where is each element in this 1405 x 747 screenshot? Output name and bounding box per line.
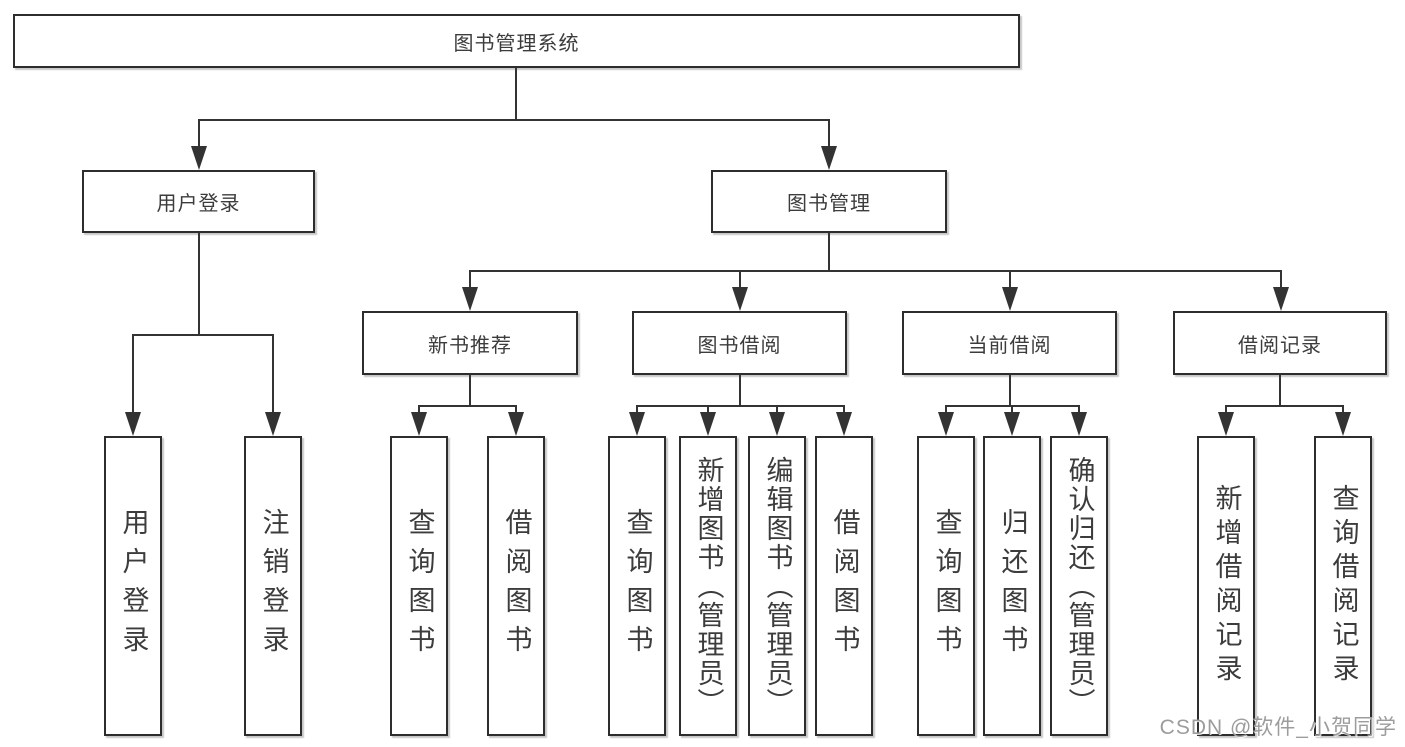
node-label: 新增图书（管理员）: [693, 455, 724, 717]
node-book-borrowing: 图书借阅: [632, 311, 847, 375]
node-book-management: 图书管理: [711, 170, 947, 233]
node-label: 查询图书: [931, 508, 962, 664]
node-label: 查询图书: [622, 508, 653, 664]
node-label: 图书管理: [787, 193, 871, 215]
node-label: 确认归还（管理员）: [1064, 455, 1095, 717]
node-user-login: 用户登录: [82, 170, 315, 233]
arrowheads: [125, 146, 1351, 436]
node-return-books: 归还图书: [983, 436, 1041, 736]
node-label: 当前借阅: [967, 334, 1052, 357]
node-query-books-current: 查询图书: [917, 436, 975, 736]
node-label: 借阅记录: [1238, 334, 1322, 357]
node-borrow-books-borrowing: 借阅图书: [815, 436, 873, 736]
node-label: 用户登录: [118, 508, 149, 664]
node-label: 查询图书: [404, 508, 435, 664]
node-new-book-recommendation: 新书推荐: [362, 311, 578, 375]
node-label: 归还图书: [997, 508, 1028, 664]
node-label: 查询借阅记录: [1328, 484, 1359, 688]
node-label: 用户登录: [156, 193, 241, 215]
node-label: 编辑图书（管理员）: [762, 455, 793, 717]
node-current-borrowing: 当前借阅: [902, 311, 1117, 375]
node-label: 图书借阅: [697, 334, 782, 357]
node-add-borrow-record: 新增借阅记录: [1197, 436, 1255, 736]
node-label: 新书推荐: [428, 334, 512, 357]
node-query-borrow-record: 查询借阅记录: [1314, 436, 1372, 736]
node-label: 借阅图书: [501, 508, 532, 664]
node-edit-books-admin: 编辑图书（管理员）: [748, 436, 806, 736]
node-label: 新增借阅记录: [1211, 484, 1242, 688]
node-label: 注销登录: [258, 508, 289, 664]
csdn-watermark: CSDN @软件_小贺同学: [1159, 716, 1397, 739]
node-query-books-newbook: 查询图书: [390, 436, 448, 736]
node-logout: 注销登录: [244, 436, 302, 736]
node-query-books-borrowing: 查询图书: [608, 436, 666, 736]
node-user-login-action: 用户登录: [104, 436, 162, 736]
node-add-books-admin: 新增图书（管理员）: [679, 436, 737, 736]
node-library-management-system: 图书管理系统: [13, 14, 1020, 68]
node-confirm-return-admin: 确认归还（管理员）: [1050, 436, 1108, 736]
node-borrowing-records: 借阅记录: [1173, 311, 1387, 375]
node-label: 借阅图书: [829, 508, 860, 664]
node-label: 图书管理系统: [453, 32, 580, 55]
node-borrow-books-newbook: 借阅图书: [487, 436, 545, 736]
